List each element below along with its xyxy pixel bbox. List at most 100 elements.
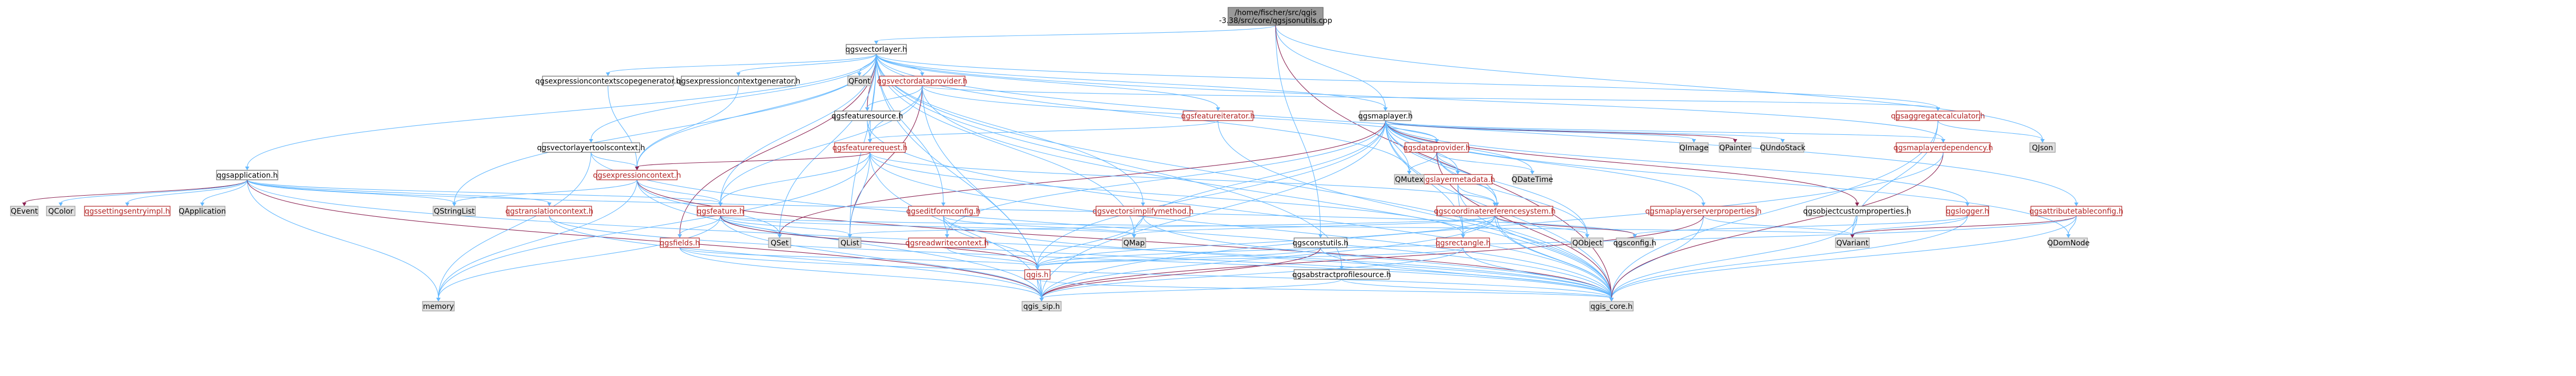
node-QPainter[interactable]: QPainter xyxy=(1719,142,1751,153)
node-qgsvectorlayer[interactable]: qgsvectorlayer.h xyxy=(846,44,907,54)
node-box xyxy=(879,76,966,86)
node-qgsaggregatecalculator[interactable]: qgsaggregatecalculator.h xyxy=(1891,111,1985,121)
arrowhead-qgsmaplayer-to-qgsmaplayerserverproperties xyxy=(1701,203,1706,206)
node-box xyxy=(1228,7,1324,26)
node-QEvent[interactable]: QEvent xyxy=(10,206,39,216)
node-QObject[interactable]: QObject xyxy=(1571,237,1604,248)
arrowhead-qgsapplication-to-QColor xyxy=(59,203,63,206)
node-QImage[interactable]: QImage xyxy=(1679,142,1709,153)
edge-qgsvectorlayer-to-qgsaggregatecalculator xyxy=(876,53,1938,108)
edge-qgsvectordataprovider-to-qgsaggregatecalculator xyxy=(922,85,1938,108)
node-qgsmaplayerserverproperties[interactable]: qgsmaplayerserverproperties.h xyxy=(1645,206,1762,216)
node-QList[interactable]: QList xyxy=(838,237,861,248)
node-qgsreadwritecontext[interactable]: qgsreadwritecontext.h xyxy=(905,237,989,248)
node-qgsrectangle[interactable]: qgsrectangle.h xyxy=(1436,237,1491,248)
arrowhead-qgscoordinatereferencesystem-to-QObject xyxy=(1585,234,1589,238)
node-root[interactable]: /home/fischer/src/qgis-3.38/src/core/qgs… xyxy=(1219,7,1332,26)
node-qgs[interactable]: qgis.h xyxy=(1024,269,1051,280)
node-qgslogger[interactable]: qgslogger.h xyxy=(1946,206,1989,216)
node-qgsfields[interactable]: qgsfields.h xyxy=(660,237,700,248)
node-qgscoordinatereferencesystem[interactable]: qgscoordinatereferencesystem.h xyxy=(1434,206,1556,216)
edge-qgsvectorlayer-to-qgsexpressioncontextscopegenerator xyxy=(607,53,877,74)
node-box xyxy=(1294,237,1347,248)
node-box xyxy=(768,237,791,248)
node-QDomNode[interactable]: QDomNode xyxy=(2047,237,2090,248)
node-qgsexpressioncontext[interactable]: qgsexpressioncontext.h xyxy=(593,170,681,180)
edge-qgsapplication-to-qgsfeature xyxy=(247,179,721,204)
arrowhead-qgsvectorlayer-to-qgseditformconfig xyxy=(941,203,945,206)
node-label: qgsobjectcustomproperties.h xyxy=(1803,207,1912,216)
edge-qgsconstutils-to-qgis-sip xyxy=(1041,247,1321,299)
node-label: qgstranslationcontext.h xyxy=(505,207,593,216)
node-box xyxy=(1513,174,1552,185)
node-qgsvectorlayertoolscontext[interactable]: qgsvectorlayertoolscontext.h xyxy=(537,142,645,153)
node-qgsmaplayerdependency[interactable]: qgsmaplayerdependency.h xyxy=(1894,142,1993,153)
node-QStringList[interactable]: QStringList xyxy=(433,206,476,216)
node-label: qgis.h xyxy=(1026,271,1048,279)
edge-qgsdataprovider-to-QMutex xyxy=(1409,152,1437,172)
edge-qgsmaplayer-to-qgsmaplayerserverproperties xyxy=(1385,120,1704,204)
node-qgsettingsentryimpl[interactable]: qgssettingsentryimpl.h xyxy=(84,206,171,216)
node-box xyxy=(1436,237,1490,248)
node-label: qgsmaplayerdependency.h xyxy=(1894,144,1993,152)
node-QJson[interactable]: QJson xyxy=(2029,142,2056,153)
node-qgsdataprovider[interactable]: qgsdataprovider.h xyxy=(1403,142,1470,153)
node-label: qgsconfig.h xyxy=(1613,239,1656,247)
node-qgsabstractprofilesource[interactable]: qgsabstractprofilesource.h xyxy=(1292,269,1391,280)
edge-qgsreadwritecontext-to-qgs xyxy=(947,247,1038,267)
node-QColor[interactable]: QColor xyxy=(46,206,76,216)
node-qgsconfig[interactable]: qgsconfig.h xyxy=(1613,237,1656,248)
node-label: qgsdataprovider.h xyxy=(1403,144,1470,152)
edge-qgsattributetableconfig-to-QVariant xyxy=(1852,215,2077,235)
node-qgsfeaturerequest[interactable]: qgsfeaturerequest.h xyxy=(832,142,907,153)
edge-qgstranslationcontext-to-qgis-sip xyxy=(549,215,1042,299)
edge-layer xyxy=(22,25,2078,301)
edge-qgsmaplayer-to-qgslogger xyxy=(1385,120,1968,204)
node-qgsapplication[interactable]: qgsapplication.h xyxy=(216,170,278,180)
node-qgseditformconfig[interactable]: qgseditformconfig.h xyxy=(906,206,981,216)
edge-qgsvectorlayer-to-qgsvectorlayertoolscontext xyxy=(591,53,877,140)
arrowhead-qgslayermetadata-to-qgscoordinatereferencesystem xyxy=(1493,203,1497,206)
node-qgis-sip[interactable]: qgis_sip.h xyxy=(1022,301,1062,311)
node-QSet[interactable]: QSet xyxy=(768,237,791,248)
node-qgsattributetableconfig[interactable]: qgsattributetableconfig.h xyxy=(2029,206,2123,216)
node-memory[interactable]: memory xyxy=(422,301,455,311)
arrowhead-qgsmaplayer-to-qgslogger xyxy=(1965,203,1970,206)
arrowhead-qgsfeature-to-memory xyxy=(436,298,441,301)
node-qgslayermetadata[interactable]: qgslayermetadata.h xyxy=(1420,174,1495,185)
node-qgsfeatureiterator[interactable]: qgsfeatureiterator.h xyxy=(1181,111,1255,121)
node-qgsconstutils[interactable]: qgsconstutils.h xyxy=(1292,237,1348,248)
node-label: qgsvectordataprovider.h xyxy=(877,77,967,86)
node-box xyxy=(846,44,907,54)
node-qgsmaplayer[interactable]: qgsmaplayer.h xyxy=(1358,111,1413,121)
node-QDateTime[interactable]: QDateTime xyxy=(1512,174,1553,185)
edge-qgsvectordataprovider-to-qgis-sip xyxy=(922,85,1042,299)
node-QMap[interactable]: QMap xyxy=(1122,237,1146,248)
node-qgsfeature[interactable]: qgsfeature.h xyxy=(697,206,744,216)
node-qgsvectordataprovider[interactable]: qgsvectordataprovider.h xyxy=(877,76,968,86)
node-QUndoStack[interactable]: QUndoStack xyxy=(1760,142,1806,153)
edge-qgsvectorlayertoolscontext-to-qgsexpressioncontext xyxy=(591,152,638,168)
arrowhead-qgstranslationcontext-to-qgis-sip xyxy=(1039,298,1044,301)
node-qgis-core[interactable]: qgis_core.h xyxy=(1589,301,1634,311)
node-qgsvectorsimplifymethod[interactable]: qgsvectorsimplifymethod.h xyxy=(1092,206,1194,216)
edge-qgsvectorlayer-to-qgsfeatureiterator xyxy=(876,53,1219,108)
node-qgstranslationcontext[interactable]: qgstranslationcontext.h xyxy=(505,206,593,216)
node-QFont[interactable]: QFont xyxy=(847,76,872,86)
node-box xyxy=(1571,237,1604,248)
node-QApplication[interactable]: QApplication xyxy=(179,206,226,216)
node-qgsfeaturesource[interactable]: qgsfeaturesource.h xyxy=(831,111,903,121)
node-qgsobjectcustomproperties[interactable]: qgsobjectcustomproperties.h xyxy=(1803,206,1912,216)
node-qgsexpressioncontextgenerator[interactable]: qgsexpressioncontextgenerator.h xyxy=(677,76,801,86)
node-box xyxy=(1650,206,1757,216)
node-QMutex[interactable]: QMutex xyxy=(1394,174,1425,185)
node-label: qgsattributetableconfig.h xyxy=(2029,207,2123,216)
edge-qgsfeaturerequest-to-qgsfeature xyxy=(720,152,870,204)
node-qgsexpressioncontextscopegenerator[interactable]: qgsexpressioncontextscopegenerator.h xyxy=(535,76,681,86)
arrowhead-qgsexpressioncontext-to-QStringList xyxy=(452,203,456,206)
node-QVariant[interactable]: QVariant xyxy=(1835,237,1870,248)
node-box xyxy=(1022,301,1062,311)
edge-qgsfeature-to-QList xyxy=(720,215,850,235)
edge-qgsfields-to-qgis-core xyxy=(679,247,1612,299)
node-box xyxy=(1761,142,1804,153)
